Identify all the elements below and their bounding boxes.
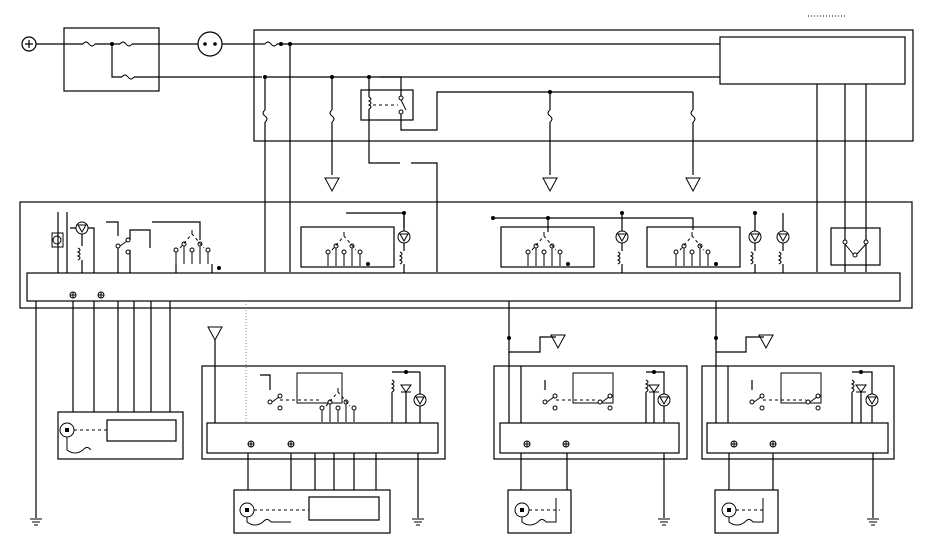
power-window-module-rear — [701, 352, 895, 460]
motor-module-rear — [714, 453, 880, 534]
switch-panel — [19, 201, 913, 309]
motor-module-left — [29, 301, 184, 526]
power-window-module-passenger — [493, 352, 688, 460]
motor-module-driver — [233, 453, 425, 534]
motor-module-passenger — [507, 453, 671, 534]
arrow-connector-icon — [324, 177, 340, 192]
junction-box — [253, 29, 914, 272]
power-window-module-driver — [201, 340, 446, 460]
wire — [508, 301, 556, 353]
connector-strip — [26, 272, 901, 302]
arrow-connector-icon — [542, 177, 558, 192]
arrow-connector-icon — [685, 177, 701, 192]
arrow-connector-icon — [207, 326, 223, 341]
fuse-box — [63, 27, 160, 92]
ignition-switch-icon — [197, 31, 223, 57]
wire — [715, 301, 764, 353]
relay-icon — [360, 89, 414, 121]
control-module-box — [719, 36, 906, 85]
battery-positive-icon — [21, 36, 37, 52]
